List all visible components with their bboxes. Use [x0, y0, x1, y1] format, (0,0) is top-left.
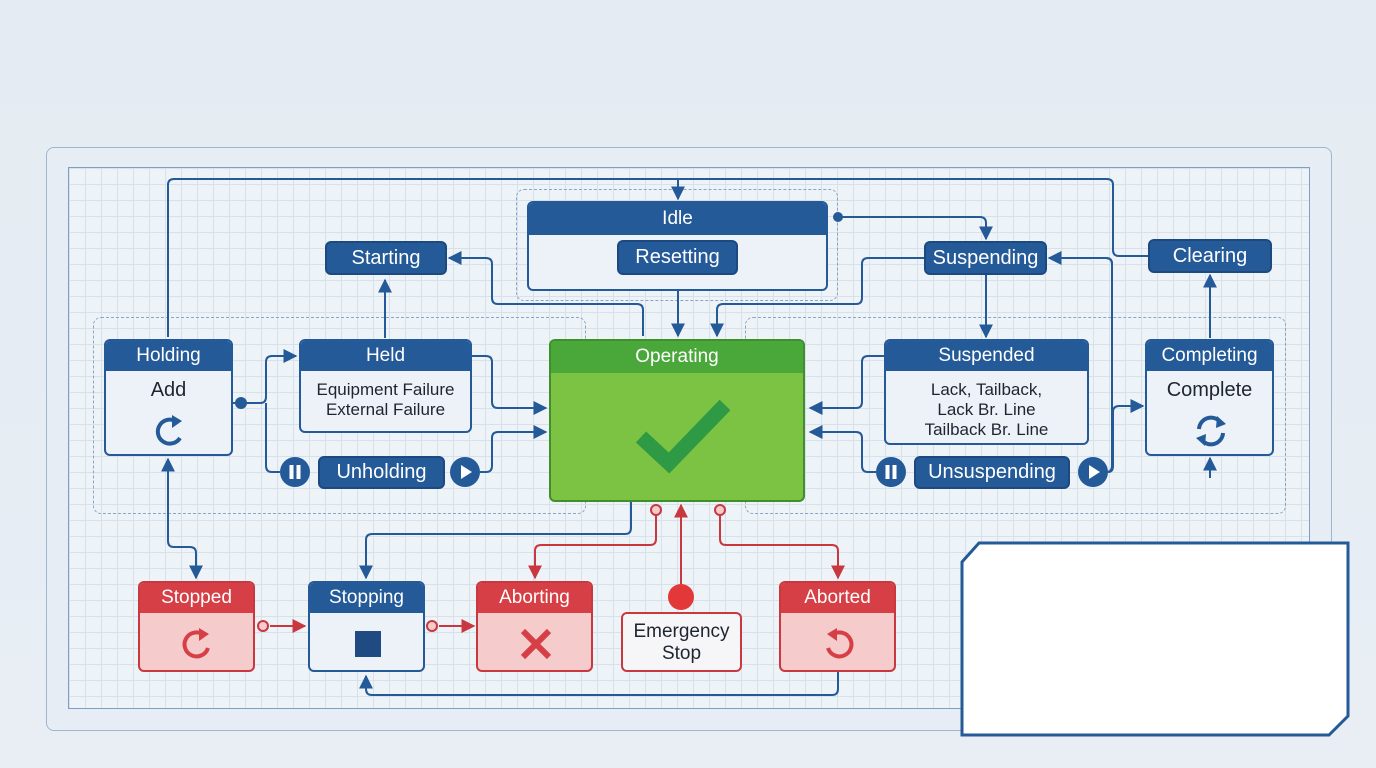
state-holding-label: Holding: [106, 341, 231, 371]
play-icon: [1089, 465, 1100, 479]
state-suspending[interactable]: Suspending: [924, 241, 1047, 275]
arrow-operating-to-stopping: [359, 502, 632, 580]
rotate-cw-icon: [182, 628, 210, 659]
state-holding[interactable]: Holding Add: [104, 339, 233, 456]
state-suspended[interactable]: Suspended Lack, Tailback, Lack Br. Line …: [884, 339, 1089, 445]
state-aborting-label: Aborting: [478, 583, 591, 613]
state-idle-label: Idle: [529, 203, 826, 235]
state-suspended-label: Suspended: [886, 341, 1087, 371]
state-stopping-label: Stopping: [310, 583, 423, 613]
emergency-trigger-dot: [668, 584, 694, 610]
arrow-holding-to-unholding: [265, 403, 280, 473]
state-operating-label: Operating: [551, 341, 803, 373]
play-icon: [461, 465, 472, 479]
emergency-label-1: Emergency: [633, 621, 730, 642]
arrow-holding-stopped: [161, 457, 203, 580]
state-stopped-label: Stopped: [140, 583, 253, 613]
emergency-label-2: Stop: [661, 643, 702, 664]
suspended-reason-2: Lack Br. Line: [937, 400, 1036, 419]
unholding-pause-button[interactable]: [280, 457, 310, 487]
arrow-unholding-to-operating: [480, 425, 548, 473]
state-held-label: Held: [301, 341, 470, 371]
suspended-reason-1: Lack, Tailback,: [930, 380, 1043, 399]
held-reason-2: External Failure: [325, 400, 446, 419]
arrow-operating-to-aborting: [528, 512, 657, 580]
suspended-reason-3: Tailback Br. Line: [924, 420, 1049, 439]
state-operating[interactable]: Operating: [549, 339, 805, 502]
unholding-play-button[interactable]: [450, 457, 480, 487]
state-resetting[interactable]: Resetting: [617, 240, 738, 275]
state-stopping[interactable]: Stopping: [308, 581, 425, 672]
arrow-unsuspending-to-operating: [808, 425, 876, 473]
held-reason-1: Equipment Failure: [316, 380, 455, 399]
state-completing-label: Completing: [1147, 341, 1272, 371]
state-emergency-stop[interactable]: Emergency Stop: [621, 612, 742, 672]
arrow-suspending-to-operating: [710, 257, 924, 338]
pause-icon: [885, 465, 897, 479]
state-aborted-label: Aborted: [781, 583, 894, 613]
x-icon: [520, 628, 552, 660]
state-holding-action: Add: [150, 379, 187, 401]
state-unsuspending[interactable]: Unsuspending: [914, 456, 1070, 489]
arrow-operating-to-aborted: [719, 512, 845, 580]
state-clearing[interactable]: Clearing: [1148, 239, 1272, 273]
refresh-icon: [1196, 415, 1226, 447]
arrow-operating-to-starting: [447, 251, 644, 336]
rotate-cw-icon: [155, 415, 182, 446]
arrow-holding-to-held: [233, 349, 298, 404]
arrow-unsuspending-to-suspending: [1047, 251, 1113, 300]
arrow-clearing-to-idle: [678, 178, 1148, 257]
rotate-ccw-icon: [826, 628, 854, 659]
stop-square-icon: [355, 631, 381, 657]
checkmark-icon: [635, 399, 731, 474]
blank-callout-panel: [960, 541, 1350, 737]
arrow-aborted-to-stopping: [359, 672, 839, 696]
state-aborted[interactable]: Aborted: [779, 581, 896, 672]
arrow-held-to-operating: [472, 355, 548, 415]
unsuspending-play-button[interactable]: [1078, 457, 1108, 487]
unsuspending-pause-button[interactable]: [876, 457, 906, 487]
arrow-holding-to-idle: [167, 178, 685, 337]
state-completing[interactable]: Completing Complete: [1145, 339, 1274, 456]
state-unholding[interactable]: Unholding: [318, 456, 445, 489]
pause-icon: [289, 465, 301, 479]
state-completing-action: Complete: [1166, 379, 1253, 401]
state-aborting[interactable]: Aborting: [476, 581, 593, 672]
state-stopped[interactable]: Stopped: [138, 581, 255, 672]
arrow-unsuspending-to-completing: [1107, 399, 1145, 473]
state-starting[interactable]: Starting: [325, 241, 447, 275]
state-held[interactable]: Held Equipment Failure External Failure: [299, 339, 472, 433]
arrow-suspended-to-operating: [808, 355, 884, 415]
arrow-idle-to-suspending: [838, 216, 993, 241]
